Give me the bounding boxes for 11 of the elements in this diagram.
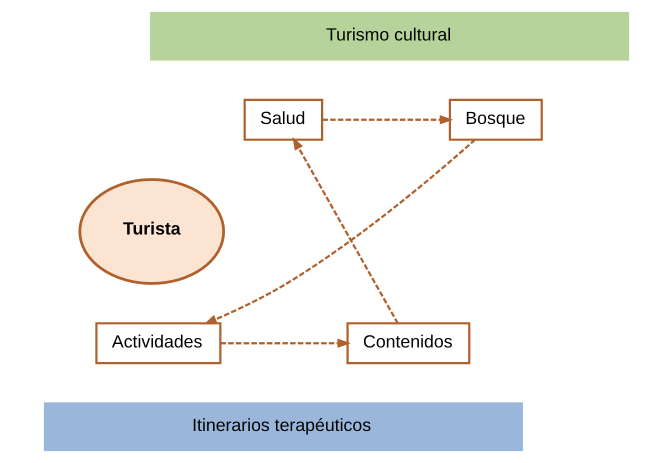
node-box: Itinerarios terapéuticos bbox=[43, 402, 522, 452]
node-box: Actividades bbox=[94, 322, 221, 364]
arrow bbox=[292, 136, 398, 324]
node-ellipse: Turista bbox=[78, 178, 225, 285]
node-box: Salud bbox=[243, 98, 323, 141]
node-box: Turismo cultural bbox=[150, 12, 629, 61]
arrow bbox=[322, 115, 453, 124]
node-box: Contenidos bbox=[346, 322, 470, 364]
arrow bbox=[203, 138, 476, 325]
arrow bbox=[220, 338, 350, 348]
node-box: Bosque bbox=[448, 98, 542, 141]
